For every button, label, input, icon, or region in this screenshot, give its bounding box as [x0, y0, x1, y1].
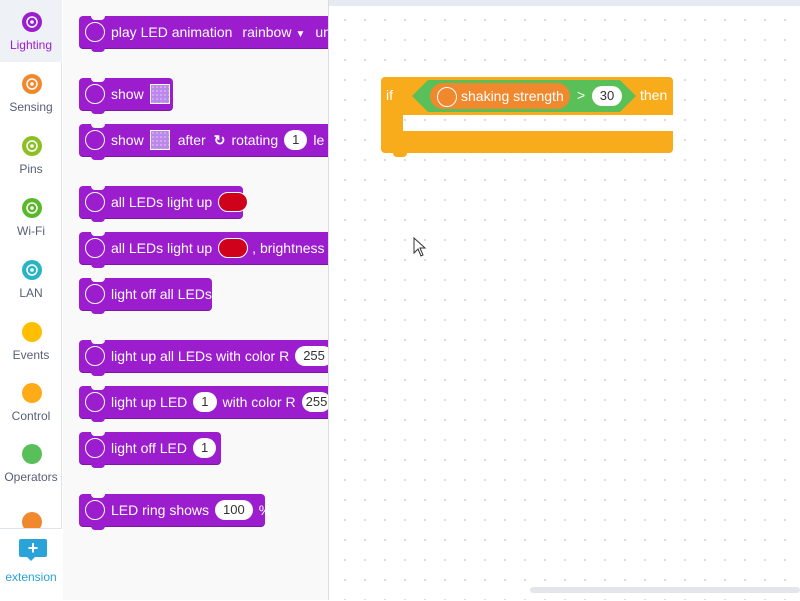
caret-down-icon: ▼: [295, 29, 306, 40]
block-light-off-all-leds[interactable]: light off all LEDs: [79, 278, 212, 314]
operators-icon: [22, 444, 42, 464]
sensing-block-icon: [437, 87, 457, 107]
category-next-partial[interactable]: [0, 494, 62, 528]
category-label: Sensing: [9, 100, 53, 114]
block-text: , brightness: [252, 240, 325, 256]
add-extension-icon: +: [19, 539, 47, 561]
threshold-input[interactable]: 30: [592, 86, 622, 106]
lighting-block-icon: [85, 500, 105, 520]
red-value-input[interactable]: 255: [295, 346, 328, 366]
led-matrix-picker[interactable]: [149, 84, 170, 104]
block-text: %: [258, 502, 272, 518]
block-text: after: [177, 132, 206, 148]
lighting-block-icon: [85, 346, 105, 366]
red-value-input[interactable]: 255: [301, 392, 328, 412]
lighting-block-icon: [85, 192, 105, 212]
category-label: Control: [11, 409, 51, 423]
lighting-block-icon: [85, 238, 105, 258]
block-show[interactable]: show: [79, 78, 173, 114]
block-palette: play LED animation rainbow▼ un show show…: [63, 0, 328, 600]
if-label: if: [386, 87, 393, 103]
lighting-block-icon: [85, 84, 105, 104]
category-wifi[interactable]: Wi-Fi: [0, 186, 62, 248]
rotation-count-input[interactable]: 1: [284, 130, 308, 150]
block-text: light off all LEDs: [111, 286, 212, 302]
horizontal-scrollbar[interactable]: [530, 587, 800, 593]
lighting-icon: [22, 12, 42, 32]
block-text: play LED animation: [111, 24, 233, 40]
animation-dropdown[interactable]: rainbow▼: [242, 24, 305, 40]
mouse-cursor-icon: [413, 237, 427, 257]
lighting-block-icon: [85, 130, 105, 150]
block-led-ring-shows[interactable]: LED ring shows 100 %: [79, 494, 271, 530]
shaking-strength-reporter[interactable]: shaking strength: [430, 83, 570, 109]
flyout-border: [328, 0, 329, 600]
block-text: light up LED: [111, 394, 188, 410]
category-label: Wi-Fi: [17, 224, 45, 238]
block-show-after-rotating[interactable]: show after ↻ rotating 1 le: [79, 124, 328, 160]
category-label: LAN: [19, 286, 43, 300]
control-icon: [22, 383, 42, 403]
category-partial-icon: [22, 512, 42, 528]
block-text: LED ring shows: [111, 502, 210, 518]
block-text-truncated: un: [315, 24, 328, 40]
block-text: show: [111, 86, 144, 102]
led-index-input[interactable]: 1: [193, 392, 217, 412]
lighting-block-icon: [85, 22, 105, 42]
lighting-block-icon: [85, 284, 105, 304]
block-text: all LEDs light up: [111, 194, 213, 210]
led-matrix-picker[interactable]: [149, 130, 170, 150]
led-index-input[interactable]: 1: [193, 438, 217, 458]
reporter-text: shaking strength: [461, 88, 564, 104]
category-label: Operators: [4, 470, 58, 484]
block-play-led-animation[interactable]: play LED animation rainbow▼ un: [79, 16, 328, 52]
category-sensing[interactable]: Sensing: [0, 62, 62, 124]
block-text: rotating: [231, 132, 279, 148]
wifi-icon: [22, 198, 42, 218]
category-lighting[interactable]: Lighting: [0, 0, 62, 62]
lighting-block-icon: [85, 438, 105, 458]
block-light-up-all-leds-rgb[interactable]: light up all LEDs with color R 255: [79, 340, 328, 376]
block-text: all LEDs light up: [111, 240, 213, 256]
lan-icon: [22, 260, 42, 280]
if-block-bottom: [381, 131, 673, 157]
color-picker[interactable]: [218, 238, 249, 258]
category-events[interactable]: Events: [0, 310, 62, 372]
sensing-icon: [22, 74, 42, 94]
then-label: then: [640, 87, 668, 103]
events-icon: [22, 322, 42, 342]
category-label: Lighting: [9, 38, 53, 52]
pins-icon: [22, 136, 42, 156]
rotate-clockwise-icon: ↻: [213, 131, 226, 148]
block-light-up-led[interactable]: light up LED 1 with color R 255: [79, 386, 328, 422]
category-label: Pins: [19, 162, 43, 176]
operator-symbol: >: [577, 87, 586, 103]
block-all-leds-light-up[interactable]: all LEDs light up: [79, 186, 249, 222]
category-control[interactable]: Control: [0, 371, 62, 433]
category-lan[interactable]: LAN: [0, 248, 62, 310]
color-picker[interactable]: [218, 192, 249, 212]
category-operators[interactable]: Operators: [0, 432, 62, 494]
block-light-off-led[interactable]: light off LED 1: [79, 432, 221, 468]
block-text: light off LED: [111, 440, 188, 456]
category-pins[interactable]: Pins: [0, 124, 62, 186]
category-rail: Lighting Sensing Pins Wi-Fi LAN Events C…: [0, 0, 62, 601]
extension-button[interactable]: + extension: [0, 528, 62, 601]
block-text: with color R: [222, 394, 296, 410]
block-all-leds-light-up-brightness[interactable]: all LEDs light up , brightness: [79, 232, 328, 268]
block-text-truncated: le: [313, 132, 325, 148]
if-block-arm: [381, 115, 403, 132]
block-text: light up all LEDs with color R: [111, 348, 290, 364]
category-label: Events: [12, 348, 50, 362]
percent-input[interactable]: 100: [215, 500, 253, 520]
lighting-block-icon: [85, 392, 105, 412]
dropdown-value: rainbow: [242, 24, 292, 40]
extension-label: extension: [5, 570, 57, 584]
block-text: show: [111, 132, 144, 148]
